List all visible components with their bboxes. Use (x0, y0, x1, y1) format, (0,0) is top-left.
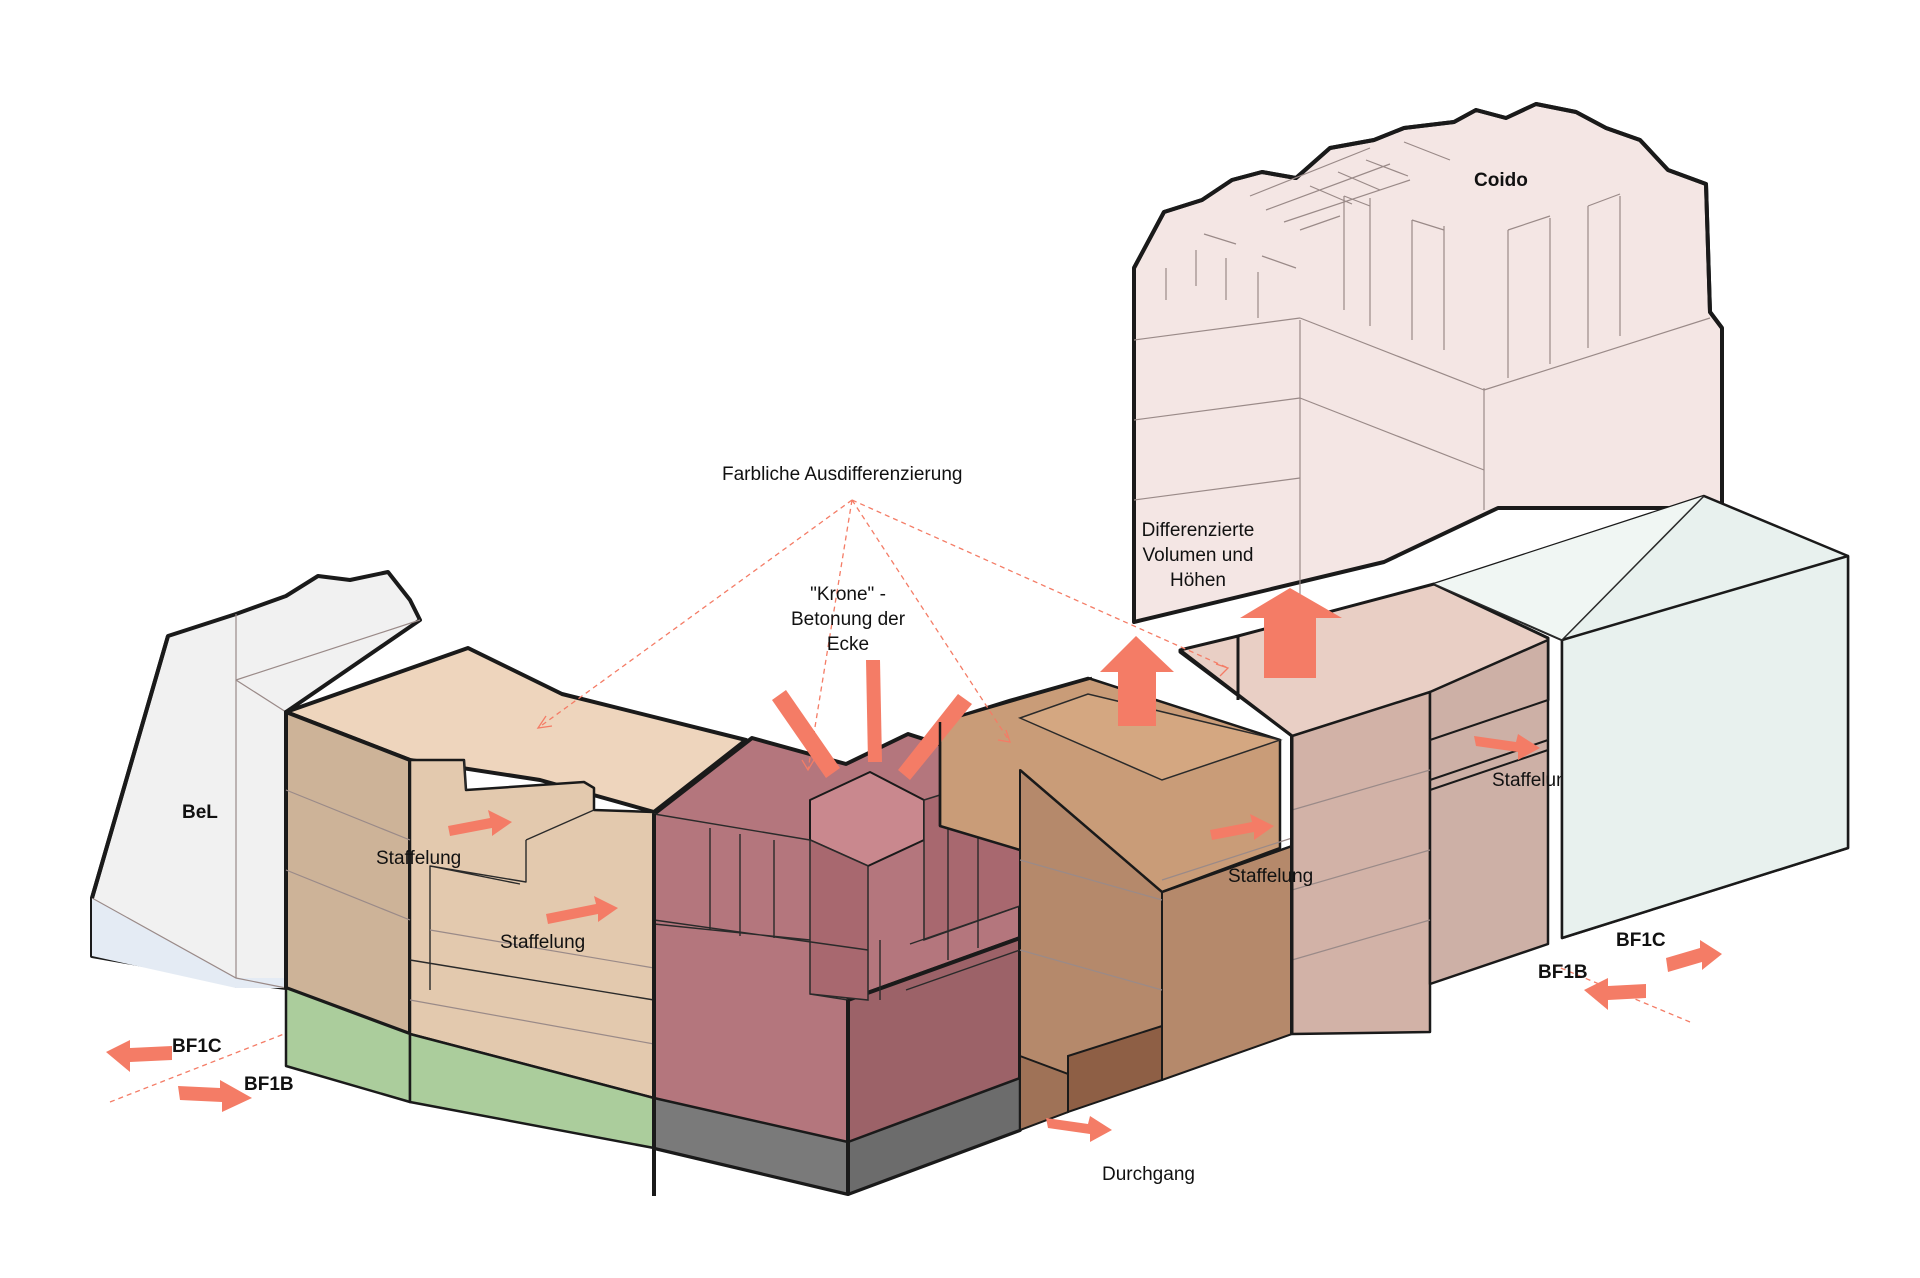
coido-tower: Coido (1132, 102, 1724, 624)
crown-corner-block (652, 732, 1022, 1196)
bf1b-right-arrow (1584, 978, 1646, 1010)
bf1b-left-arrow (178, 1080, 252, 1112)
bf1c-right-label: BF1C (1616, 930, 1666, 951)
krone-label-line3: Ecke (827, 634, 869, 655)
staffelung-arrow-2 (546, 896, 618, 924)
bf1b-right-label: BF1B (1538, 962, 1588, 983)
bf1b-left-label: BF1B (244, 1074, 294, 1095)
staffelung-label-1: Staffelung (376, 848, 461, 869)
staffelung-label-3: Staffelung (1228, 866, 1313, 887)
coido-label: Coido (1474, 170, 1528, 191)
leader-arrowheads (536, 663, 1230, 772)
up-arrow-left (1100, 636, 1174, 726)
diff-label-line3: Höhen (1170, 570, 1226, 591)
farbliche-label: Farbliche Ausdifferenzierung (722, 464, 962, 485)
up-arrow-right (1240, 588, 1342, 678)
bel-label: BeL (182, 802, 218, 823)
bf1c-left-arrow (106, 1040, 172, 1072)
leader-lines (109, 499, 1691, 1103)
krone-label-line1: "Krone" - (810, 584, 886, 605)
durchgang-arrow (1046, 1116, 1112, 1142)
staffelung-arrow-4 (1474, 734, 1540, 760)
diff-label-line2: Volumen und (1143, 545, 1254, 566)
crown-rays (772, 660, 972, 780)
staffelung-label-2: Staffelung (500, 932, 585, 953)
bf1c-left-label: BF1C (172, 1036, 222, 1057)
beige-stepped-block: Staffelung Staffelung (284, 646, 748, 1150)
bel-building: BeL (90, 570, 422, 990)
krone-label-line2: Betonung der (791, 609, 906, 630)
pink-taupe-block: Staffelung (1178, 582, 1577, 1036)
diff-label-line1: Differenzierte (1142, 520, 1255, 541)
mint-block (1432, 494, 1850, 940)
staffelung-arrow-1 (448, 810, 512, 836)
durchgang-label: Durchgang (1102, 1164, 1195, 1185)
bf1c-right-arrow (1666, 940, 1722, 972)
brown-block (938, 652, 1294, 1132)
staffelung-label-4: Staffelung (1492, 770, 1577, 791)
staffelung-arrow-3 (1210, 814, 1274, 840)
